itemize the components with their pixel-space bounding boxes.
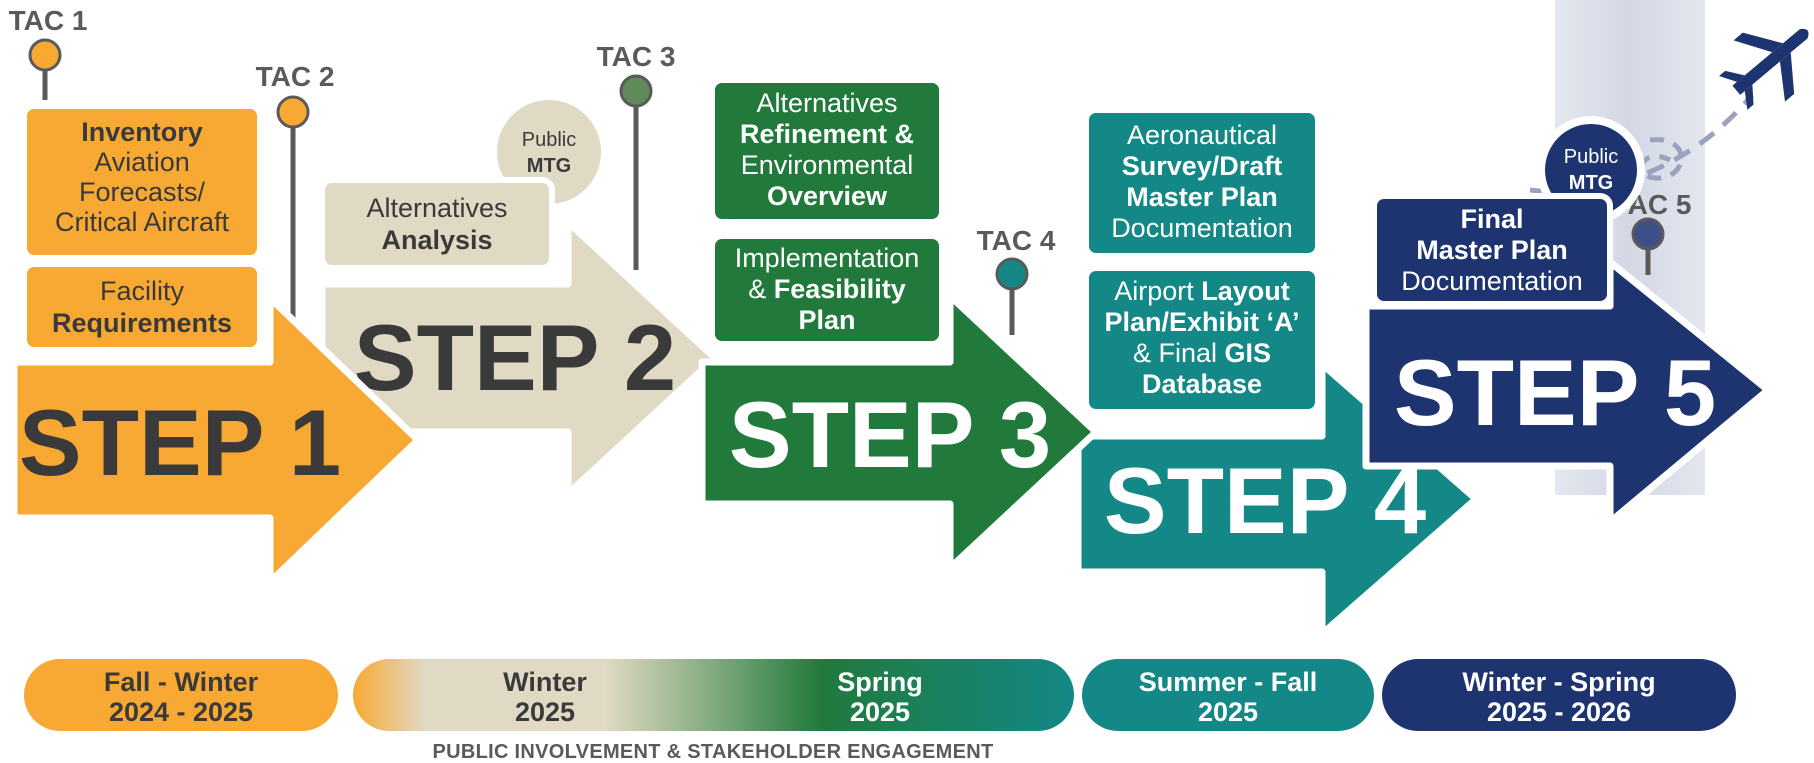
task-airport-layout-plan: Airport Layout Plan/Exhibit ‘A’ & Final … [1083, 265, 1321, 415]
task-facility-requirements: Facility Requirements [21, 261, 263, 353]
timeline-pill-2: Winter 2025 Spring 2025 [353, 659, 1074, 731]
task-aero-line3: Master Plan [1126, 182, 1278, 212]
step-2-arrow: STEP 2 [318, 218, 719, 498]
footer-caption: PUBLIC INVOLVEMENT & STAKEHOLDER ENGAGEM… [432, 741, 993, 763]
step-1-arrow: STEP 1 [10, 294, 422, 586]
task-final-line1: Final [1460, 204, 1523, 234]
timeline-5-line1: Winter - Spring [1462, 667, 1655, 697]
task-alternatives-refinement: Alternatives Refinement & Environmental … [709, 77, 945, 225]
timeline-1-line1: Fall - Winter [104, 667, 259, 697]
task-aero-line1: Aeronautical [1127, 120, 1277, 150]
task-inventory-line2: Aviation [94, 147, 190, 177]
task-inventory-line4: Critical Aircraft [55, 207, 230, 237]
task-implementation-feasibility: Implementation & Feasibility Plan [709, 233, 945, 347]
task-alt-analysis-line1: Alternatives [366, 193, 507, 223]
task-inventory-line1: Inventory [81, 117, 203, 147]
task-impl-line2: & Feasibility [748, 274, 906, 304]
step-5-arrow: STEP 5 [1362, 258, 1772, 526]
task-impl-line3: Plan [798, 305, 855, 335]
timeline-pill-3: Summer - Fall 2025 [1082, 659, 1374, 731]
timeline-1-line2: 2024 - 2025 [109, 697, 253, 727]
tac-2-label: TAC 2 [256, 61, 335, 92]
task-alt-refine-line1: Alternatives [756, 88, 897, 118]
task-alt-analysis-line2: Analysis [381, 225, 492, 255]
tac-3-label: TAC 3 [597, 41, 676, 72]
step-2-label: STEP 2 [354, 305, 676, 410]
tac-4-pin: TAC 4 [977, 225, 1056, 335]
timeline-pill-4: Winter - Spring 2025 - 2026 [1382, 659, 1736, 731]
timeline-3-line1: Spring [837, 667, 923, 697]
task-impl-line1: Implementation [735, 243, 920, 273]
airplane-icon [1719, 28, 1809, 110]
task-aero-line4: Documentation [1111, 213, 1293, 243]
task-final-line2: Master Plan [1416, 235, 1568, 265]
task-impl-line2-bold: Feasibility [774, 274, 906, 304]
step-3-label: STEP 3 [729, 382, 1051, 487]
task-alp-line3-prefix: & Final [1133, 338, 1225, 368]
timeline-4-line2: 2025 [1198, 697, 1258, 727]
timeline-4-line1: Summer - Fall [1139, 667, 1318, 697]
task-facility-line2: Requirements [52, 308, 232, 338]
timeline-3-line2: 2025 [850, 697, 910, 727]
public-meeting-1-line1: Public [522, 129, 576, 151]
tac-4-label: TAC 4 [977, 225, 1056, 256]
task-final-master-plan: Final Master Plan Documentation [1371, 193, 1613, 307]
flight-path-loop [1639, 137, 1684, 181]
timeline-2-line1: Winter [503, 667, 587, 697]
task-alp-line4: Database [1142, 369, 1262, 399]
task-inventory-line3: Forecasts/ [79, 177, 206, 207]
tac-1-pin: TAC 1 [9, 5, 88, 100]
task-alp-line1-prefix: Airport [1114, 276, 1201, 306]
public-meeting-1-line2: MTG [527, 155, 571, 177]
task-alt-refine-line4: Overview [767, 181, 888, 211]
task-alp-line3-bold: GIS [1225, 338, 1272, 368]
step-3-arrow: STEP 3 [698, 292, 1100, 572]
flight-path [1529, 93, 1754, 195]
task-alt-refine-line3: Environmental [741, 150, 914, 180]
timeline-pill-1: Fall - Winter 2024 - 2025 [24, 659, 338, 731]
task-alp-line2: Plan/Exhibit ‘A’ [1104, 307, 1299, 337]
task-aero-line2: Survey/Draft [1122, 151, 1283, 181]
step-5-label: STEP 5 [1394, 340, 1716, 445]
task-alternatives-analysis: Alternatives Analysis [319, 177, 555, 271]
tac-1-label: TAC 1 [9, 5, 88, 36]
task-final-line3: Documentation [1401, 266, 1583, 296]
task-alp-line1: Airport Layout [1114, 276, 1290, 306]
task-facility-line1: Facility [100, 276, 185, 306]
tac-2-pin: TAC 2 [256, 61, 335, 320]
public-meeting-2-line2: MTG [1569, 172, 1613, 194]
tac-3-pin: TAC 3 [597, 41, 676, 270]
task-inventory: Inventory Aviation Forecasts/ Critical A… [21, 103, 263, 261]
timeline-2-line2: 2025 [515, 697, 575, 727]
task-alp-line3: & Final GIS [1133, 338, 1271, 368]
step-1-label: STEP 1 [19, 390, 341, 495]
task-alp-line1-bold: Layout [1201, 276, 1290, 306]
task-aeronautical-survey: Aeronautical Survey/Draft Master Plan Do… [1083, 107, 1321, 259]
timeline-5-line2: 2025 - 2026 [1487, 697, 1631, 727]
task-alt-refine-line2: Refinement & [740, 119, 914, 149]
public-meeting-2-line1: Public [1564, 146, 1618, 168]
task-impl-line2-prefix: & [748, 274, 774, 304]
